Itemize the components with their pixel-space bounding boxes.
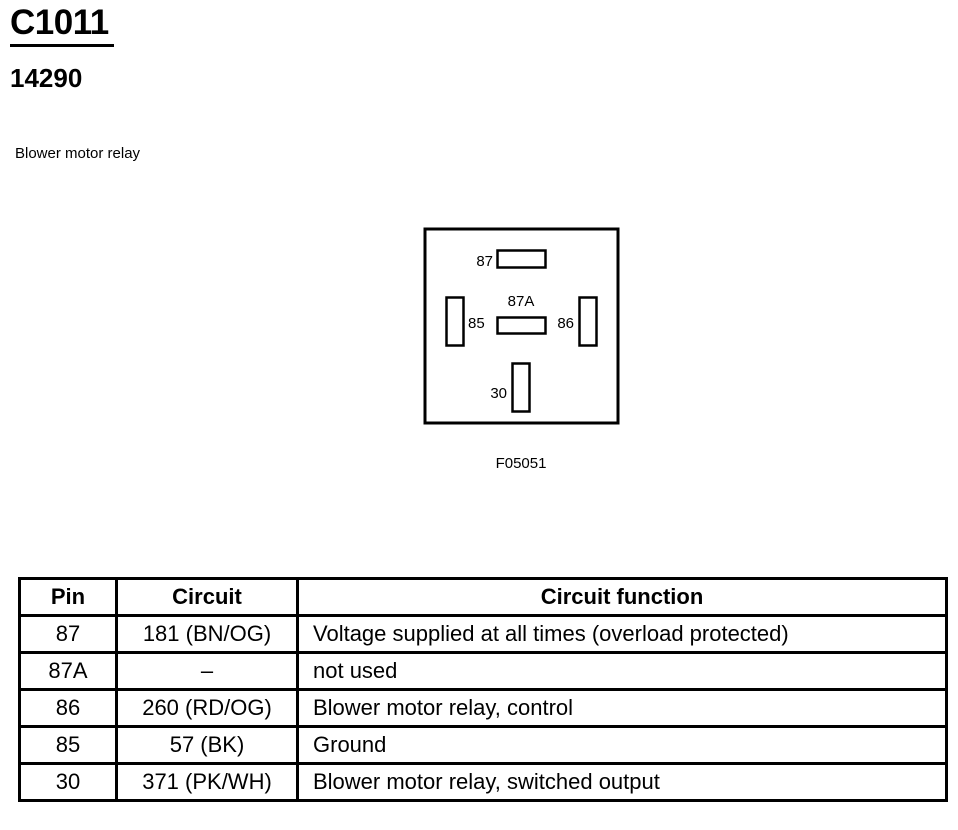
pin-87a-terminal	[496, 316, 547, 335]
function-cell: Voltage supplied at all times (overload …	[296, 614, 948, 654]
function-cell: Ground	[296, 725, 948, 765]
function-cell: not used	[296, 651, 948, 691]
header-circuit-function: Circuit function	[296, 577, 948, 617]
pin-86-label: 86	[557, 315, 574, 332]
pin-30-terminal	[511, 362, 531, 413]
table-header-row: Pin Circuit Circuit function	[18, 577, 948, 617]
function-cell: Blower motor relay, switched output	[296, 762, 948, 802]
pin-87a-label: 87A	[508, 293, 535, 310]
pin-cell: 86	[18, 688, 118, 728]
table-row: 30 371 (PK/WH) Blower motor relay, switc…	[18, 762, 948, 802]
pin-86-terminal	[578, 296, 598, 347]
pin-85-label: 85	[468, 315, 485, 332]
connector-id: C1011	[10, 3, 109, 42]
header-circuit: Circuit	[115, 577, 299, 617]
pin-85-terminal	[445, 296, 465, 347]
pin-cell: 87A	[18, 651, 118, 691]
pin-30-label: 30	[490, 385, 507, 402]
table-row: 86 260 (RD/OG) Blower motor relay, contr…	[18, 688, 948, 728]
table-row: 87A – not used	[18, 651, 948, 691]
circuit-cell: 57 (BK)	[115, 725, 299, 765]
circuit-cell: –	[115, 651, 299, 691]
pin-87-label: 87	[476, 253, 493, 270]
component-description: Blower motor relay	[15, 145, 141, 162]
relay-housing	[423, 227, 620, 425]
table-row: 85 57 (BK) Ground	[18, 725, 948, 765]
pin-table: Pin Circuit Circuit function 87 181 (BN/…	[18, 577, 948, 802]
circuit-cell: 260 (RD/OG)	[115, 688, 299, 728]
title-underline	[10, 44, 114, 47]
part-number: 14290	[10, 63, 83, 93]
relay-connector-diagram: 87 87A 85 86 30 F05051	[423, 227, 620, 472]
pin-87-terminal	[496, 249, 547, 269]
table-row: 87 181 (BN/OG) Voltage supplied at all t…	[18, 614, 948, 654]
figure-id: F05051	[496, 455, 547, 472]
circuit-cell: 371 (PK/WH)	[115, 762, 299, 802]
pin-cell: 87	[18, 614, 118, 654]
function-cell: Blower motor relay, control	[296, 688, 948, 728]
pin-cell: 85	[18, 725, 118, 765]
header-pin: Pin	[18, 577, 118, 617]
circuit-cell: 181 (BN/OG)	[115, 614, 299, 654]
pin-cell: 30	[18, 762, 118, 802]
